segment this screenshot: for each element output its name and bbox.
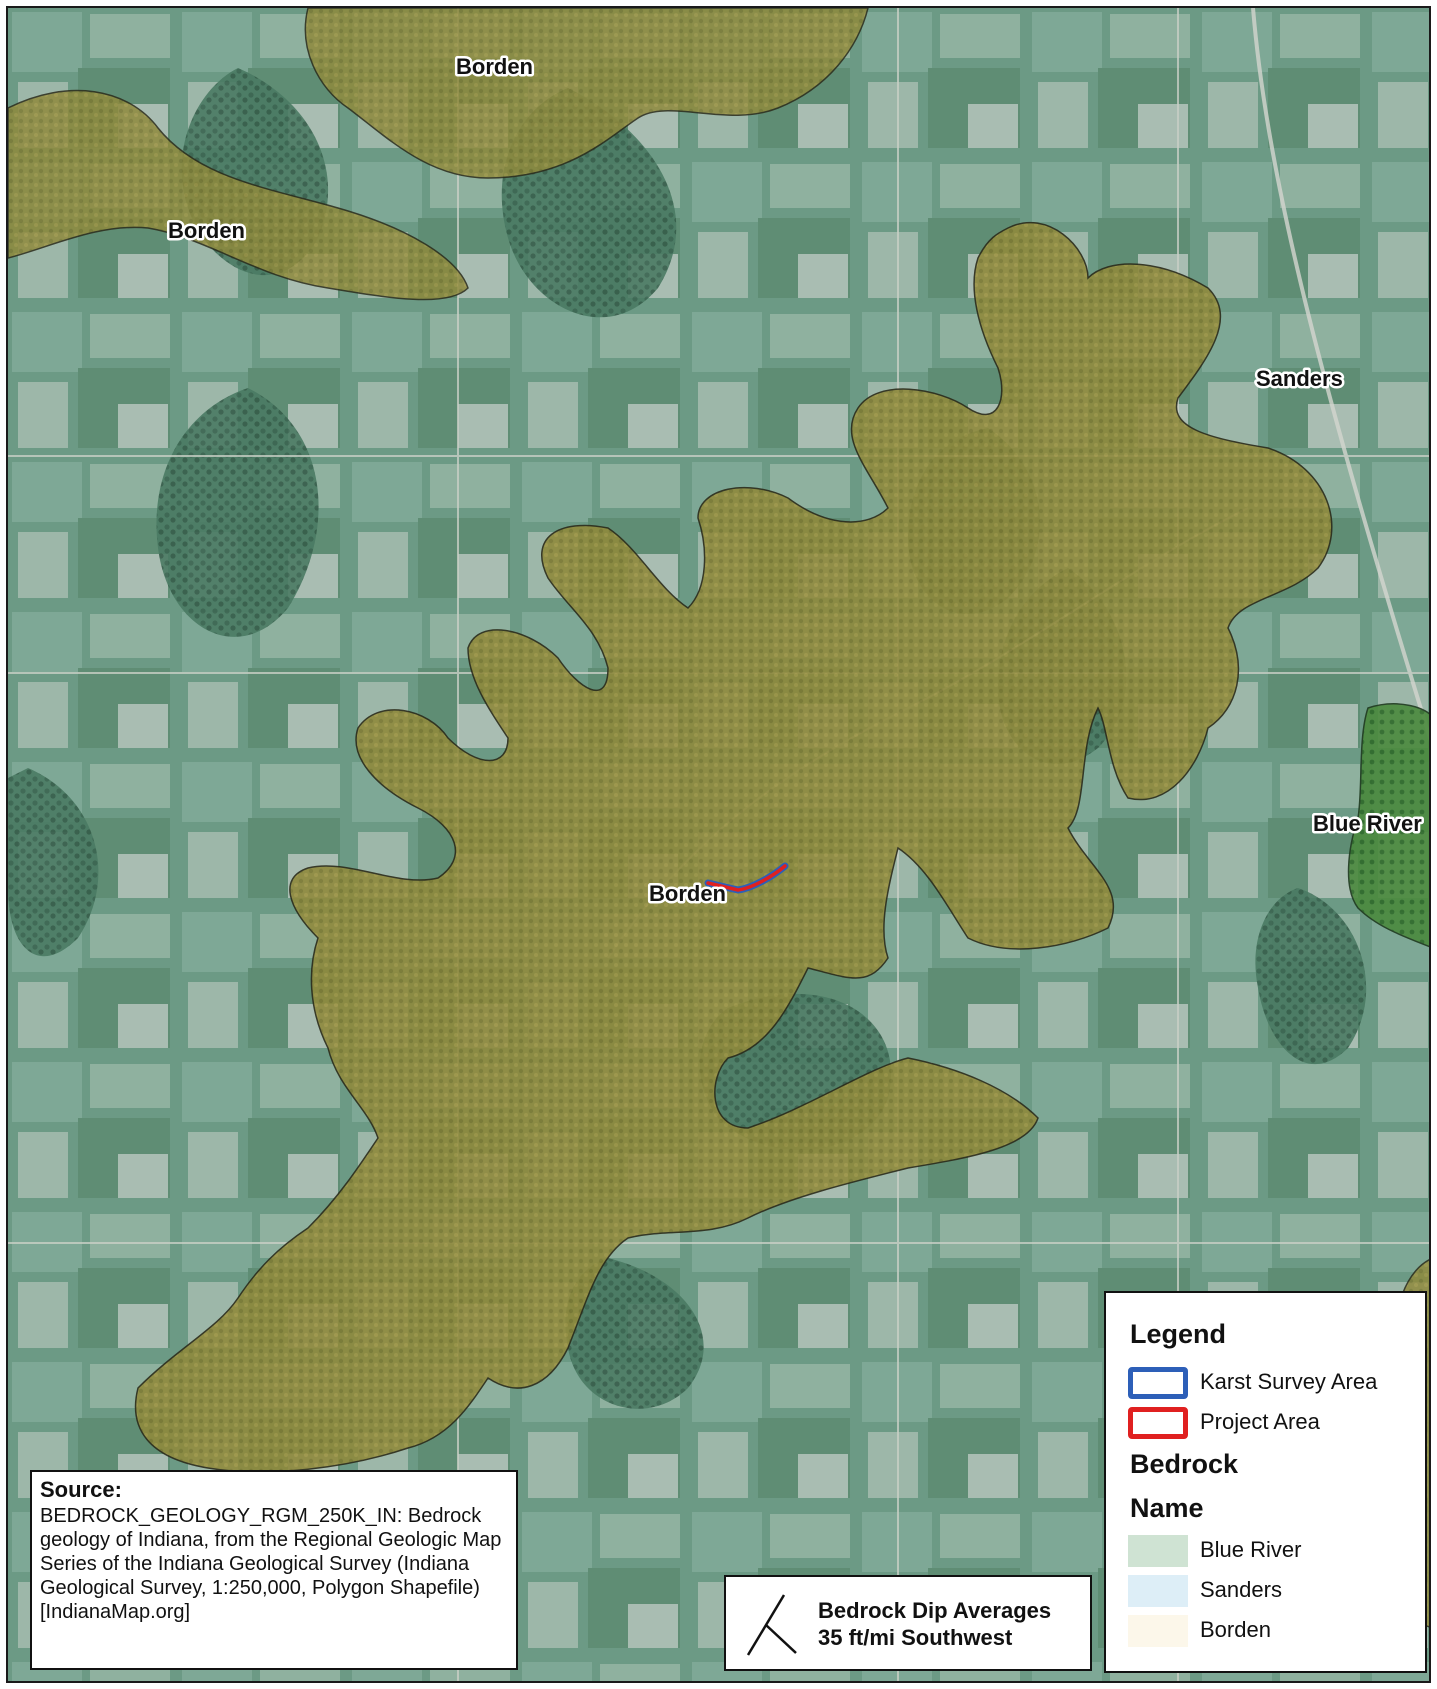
- legend-label-sanders: Sanders: [1200, 1577, 1282, 1602]
- label-borden-left: Borden: [168, 218, 245, 243]
- project-area-outline[interactable]: [706, 864, 787, 892]
- label-borden-center: Borden: [649, 881, 726, 906]
- borden-unit-main: [134, 221, 1333, 1473]
- legend-label-karst: Karst Survey Area: [1200, 1369, 1378, 1394]
- legend-bedrock-heading: Bedrock: [1130, 1449, 1239, 1479]
- legend-unit-sanders: Sanders: [1128, 1575, 1418, 1609]
- legend-item-karst: Karst Survey Area: [1128, 1367, 1418, 1401]
- legend-box: Legend Karst Survey Area Project Area Be…: [1104, 1291, 1427, 1673]
- label-blue-river: Blue River: [1313, 811, 1422, 836]
- blue-river-swatch: [1128, 1535, 1188, 1567]
- blue-river-unit: [1347, 703, 1429, 948]
- borden-unit-top: [304, 8, 869, 179]
- legend-name-heading: Name: [1130, 1493, 1204, 1523]
- label-sanders: Sanders: [1256, 366, 1343, 391]
- legend-item-project: Project Area: [1128, 1407, 1418, 1441]
- borden-unit-left: [8, 89, 469, 301]
- source-box: Source: BEDROCK_GEOLOGY_RGM_250K_IN: Bed…: [30, 1470, 518, 1670]
- legend-label-borden: Borden: [1200, 1617, 1271, 1642]
- legend-unit-borden: Borden: [1128, 1615, 1418, 1649]
- legend-label-blue-river: Blue River: [1200, 1537, 1302, 1562]
- strike-dip-icon: [746, 1594, 797, 1656]
- legend-unit-blue-river: Blue River: [1128, 1535, 1418, 1569]
- project-swatch: [1128, 1407, 1188, 1439]
- bedrock-dip-text: Bedrock Dip Averages 35 ft/mi Southwest: [818, 1597, 1051, 1651]
- bedrock-dip-box: Bedrock Dip Averages 35 ft/mi Southwest: [724, 1575, 1092, 1671]
- label-borden-top: Borden: [456, 54, 533, 79]
- legend-label-project: Project Area: [1200, 1409, 1320, 1434]
- karst-swatch: [1128, 1367, 1188, 1399]
- borden-swatch: [1128, 1615, 1188, 1647]
- dip-line-1: Bedrock Dip Averages: [818, 1598, 1052, 1623]
- legend-title: Legend: [1130, 1319, 1227, 1349]
- sanders-swatch: [1128, 1575, 1188, 1607]
- source-title: Source:: [40, 1477, 122, 1502]
- source-text: BEDROCK_GEOLOGY_RGM_250K_IN: Bedrock geo…: [40, 1505, 502, 1623]
- map-frame: Borden Borden Borden Sanders Blue River …: [6, 6, 1431, 1683]
- dip-line-2: 35 ft/mi Southwest: [818, 1625, 1013, 1650]
- aerial-geology-map[interactable]: Borden Borden Borden Sanders Blue River: [8, 8, 1431, 1683]
